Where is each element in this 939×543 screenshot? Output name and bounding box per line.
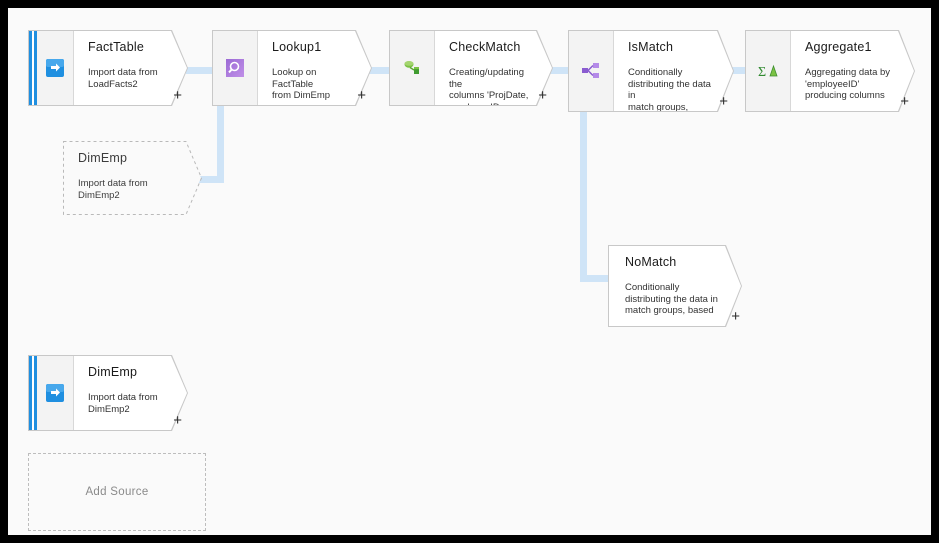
data-flow-canvas[interactable]: FactTable Import data from LoadFacts2 + bbox=[8, 8, 931, 535]
node-add-button[interactable]: + bbox=[731, 308, 740, 325]
node-rail bbox=[390, 31, 435, 105]
node-aggregate1[interactable]: Σ Aggregate1 Aggregating data by 'employ… bbox=[745, 30, 915, 112]
connector-dimemp-elbow-horizontal bbox=[188, 176, 224, 183]
node-add-button[interactable]: + bbox=[900, 93, 909, 110]
node-body: Lookup1 Lookup on FactTable from DimEmp bbox=[258, 31, 371, 105]
node-body: NoMatch Conditionally distributing the d… bbox=[609, 246, 741, 326]
node-lookup1[interactable]: Lookup1 Lookup on FactTable from DimEmp … bbox=[212, 30, 372, 106]
node-title: CheckMatch bbox=[449, 40, 521, 54]
node-body: FactTable Import data from LoadFacts2 bbox=[74, 31, 187, 105]
node-body: Aggregate1 Aggregating data by 'employee… bbox=[791, 31, 914, 111]
connector-checkmatch-ismatch bbox=[539, 67, 571, 74]
node-ismatch[interactable]: IsMatch Conditionally distributing the d… bbox=[568, 30, 734, 112]
connector-dimemp-elbow-vertical bbox=[217, 104, 224, 183]
node-description: Import data from LoadFacts2 bbox=[88, 67, 158, 90]
node-rail bbox=[569, 31, 614, 111]
node-facttable[interactable]: FactTable Import data from LoadFacts2 + bbox=[28, 30, 188, 106]
node-add-button[interactable]: + bbox=[719, 93, 728, 110]
lookup-icon bbox=[224, 57, 246, 79]
node-description: Conditionally distributing the data in m… bbox=[625, 282, 718, 316]
node-body: CheckMatch Creating/updating the columns… bbox=[435, 31, 552, 105]
node-description: Import data from DimEmp2 bbox=[78, 178, 148, 201]
aggregate-icon: Σ bbox=[757, 60, 779, 82]
node-rail: Σ bbox=[746, 31, 791, 111]
connector-ismatch-nomatch-vertical bbox=[580, 112, 587, 282]
svg-text:Σ: Σ bbox=[758, 65, 766, 80]
node-body: DimEmp Import data from DimEmp2 bbox=[74, 356, 187, 430]
source-accent-stripe bbox=[29, 356, 38, 430]
connector-lookup1-checkmatch bbox=[360, 67, 392, 74]
source-accent-stripe bbox=[29, 31, 38, 105]
node-rail bbox=[213, 31, 258, 105]
node-add-button[interactable]: + bbox=[538, 87, 547, 104]
conditional-split-icon bbox=[580, 60, 602, 82]
node-checkmatch[interactable]: CheckMatch Creating/updating the columns… bbox=[389, 30, 553, 106]
node-description: Creating/updating the columns 'ProjDate,… bbox=[449, 67, 529, 101]
source-import-icon bbox=[44, 382, 66, 404]
node-rail bbox=[29, 31, 74, 105]
node-body: DimEmp Import data from DimEmp2 bbox=[64, 142, 201, 214]
node-nomatch[interactable]: NoMatch Conditionally distributing the d… bbox=[608, 245, 742, 327]
connector-facttable-lookup1 bbox=[186, 67, 218, 74]
node-description: Conditionally distributing the data in m… bbox=[628, 67, 711, 111]
add-source-label: Add Source bbox=[85, 486, 149, 498]
node-title: DimEmp bbox=[78, 151, 128, 165]
node-add-button[interactable]: + bbox=[357, 87, 366, 104]
source-import-icon bbox=[44, 57, 66, 79]
node-dimemp-reference[interactable]: DimEmp Import data from DimEmp2 bbox=[63, 141, 202, 215]
node-description: Lookup on FactTable from DimEmp bbox=[272, 67, 331, 101]
node-title: Lookup1 bbox=[272, 40, 322, 54]
node-description: Import data from DimEmp2 bbox=[88, 392, 158, 415]
node-title: FactTable bbox=[88, 40, 144, 54]
node-dimemp-source[interactable]: DimEmp Import data from DimEmp2 + bbox=[28, 355, 188, 431]
node-add-button[interactable]: + bbox=[173, 87, 182, 104]
connector-ismatch-nomatch-horizontal bbox=[580, 275, 612, 282]
node-title: DimEmp bbox=[88, 365, 138, 379]
node-description: Aggregating data by 'employeeID' produci… bbox=[805, 67, 891, 101]
node-title: NoMatch bbox=[625, 255, 677, 269]
node-rail bbox=[29, 356, 74, 430]
node-body: IsMatch Conditionally distributing the d… bbox=[614, 31, 733, 111]
node-title: Aggregate1 bbox=[805, 40, 872, 54]
add-source-button[interactable]: Add Source bbox=[28, 453, 206, 531]
derived-column-icon bbox=[401, 57, 423, 79]
node-title: IsMatch bbox=[628, 40, 674, 54]
node-add-button[interactable]: + bbox=[173, 412, 182, 429]
